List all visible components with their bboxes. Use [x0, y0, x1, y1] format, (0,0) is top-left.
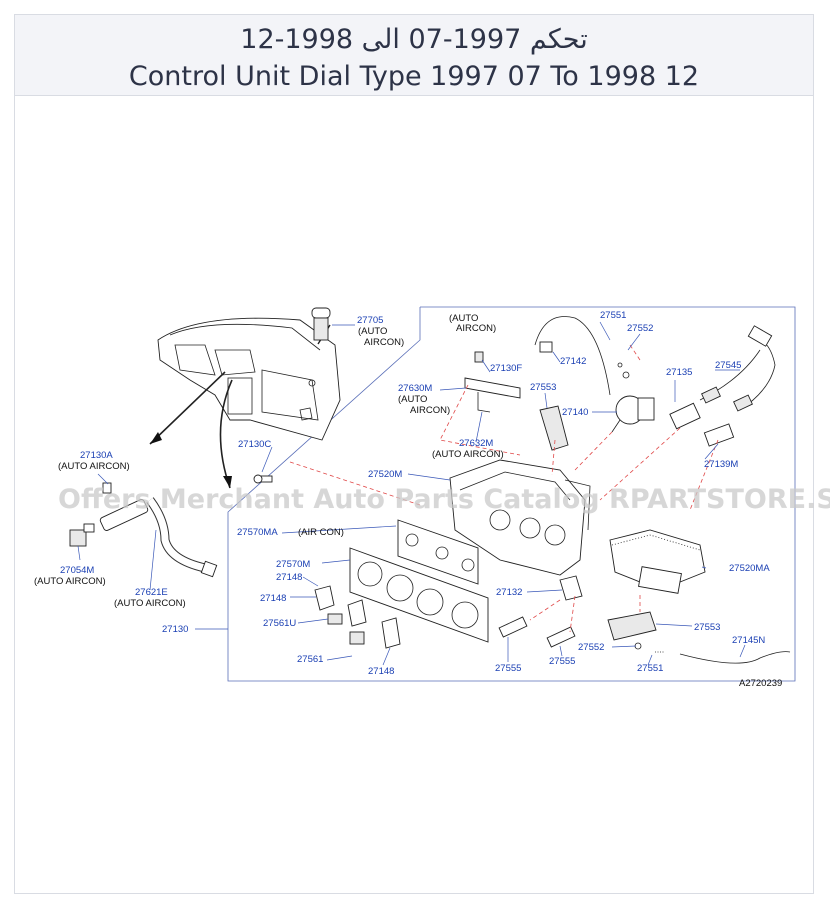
page-frame — [14, 14, 814, 894]
motor-27140 — [611, 395, 655, 433]
callout-arrow-down — [219, 379, 233, 489]
washer-27551-a — [617, 362, 623, 368]
note-27705-auto: (AUTO — [358, 326, 387, 337]
page-header: تحكم 1997-07 الى 1998-12 Control Unit Di… — [15, 15, 813, 96]
label-27545: 27545 — [715, 360, 741, 371]
bulb-27555-a — [498, 616, 528, 638]
label-27135: 27135 — [666, 367, 692, 378]
label-27561: 27561 — [297, 654, 323, 665]
label-27520m: 27520M — [368, 469, 402, 480]
dashboard-drawing — [157, 317, 341, 441]
note-27054m: (AUTO AIRCON) — [34, 576, 106, 587]
note-27621e: (AUTO AIRCON) — [114, 598, 186, 609]
harness-27545 — [699, 325, 776, 412]
label-27570ma: 27570MA — [237, 527, 278, 538]
label-27551-a: 27551 — [600, 310, 626, 321]
label-27632m: 27632M — [459, 438, 493, 449]
label-27142: 27142 — [560, 356, 586, 367]
label-27148-b: 27148 — [260, 593, 286, 604]
washer-27552-a — [622, 371, 630, 379]
label-27561u: 27561U — [263, 618, 296, 629]
knob-27148-b — [347, 599, 367, 627]
control-unit-27520ma — [609, 529, 706, 594]
arrowhead-left — [150, 432, 162, 444]
aspirator-27130a — [99, 482, 149, 531]
connector-27139m — [703, 423, 735, 447]
label-27520ma: 27520MA — [729, 563, 770, 574]
connector-27135 — [669, 402, 701, 430]
bulb-27555-b — [546, 626, 576, 648]
label-27552-a: 27552 — [627, 323, 653, 334]
label-27553-b: 27553 — [694, 622, 720, 633]
leader-lines — [77, 321, 746, 666]
actuator-27553-a — [539, 405, 569, 451]
label-27054m: 27054M — [60, 565, 94, 576]
screw-27130f — [474, 351, 484, 363]
knob-27148-c — [381, 617, 401, 649]
clip-27142 — [539, 341, 553, 353]
hose-end-27621e — [200, 560, 218, 578]
label-27132: 27132 — [496, 587, 522, 598]
note-air-con: (AIR CON) — [298, 527, 344, 538]
label-27705: 27705 — [357, 315, 383, 326]
label-27630m: 27630M — [398, 383, 432, 394]
label-27555-a: 27555 — [495, 663, 521, 674]
label-27130c: 27130C — [238, 439, 271, 450]
title-arabic: تحكم 1997-07 الى 1998-12 — [240, 24, 588, 55]
cable-27142 — [534, 316, 611, 396]
label-27570m: 27570M — [276, 559, 310, 570]
switch-27132 — [559, 575, 583, 601]
dashed-connections — [289, 344, 719, 633]
label-27130f: 27130F — [490, 363, 522, 374]
note-27630m-aircon: AIRCON) — [410, 405, 450, 416]
figure-code: A2720239 — [739, 678, 782, 689]
label-27130a: 27130A — [80, 450, 113, 461]
screw-27130c — [253, 474, 273, 484]
label-27552-b: 27552 — [578, 642, 604, 653]
control-unit-27520m — [449, 459, 591, 576]
label-27148-c: 27148 — [368, 666, 394, 677]
knob-27148-a — [314, 585, 335, 611]
title-english: Control Unit Dial Type 1997 07 To 1998 1… — [128, 61, 700, 92]
label-27551-b: 27551 — [637, 663, 663, 674]
cable-27145n — [679, 651, 791, 664]
group-outline — [227, 306, 796, 682]
sensor-27705 — [311, 307, 331, 341]
label-27555-b: 27555 — [549, 656, 575, 667]
note-27630m-auto: (AUTO — [398, 394, 427, 405]
knob-27561u — [327, 613, 343, 625]
face-plate-27570m — [349, 547, 489, 643]
note-27130a: (AUTO AIRCON) — [58, 461, 130, 472]
panel-27570ma — [397, 519, 479, 585]
label-27130: 27130 — [162, 624, 188, 635]
watermark: Offers Merchant Auto Parts Catalog RPART… — [58, 484, 830, 515]
note-27705-aircon: AIRCON) — [364, 337, 404, 348]
label-27139m: 27139M — [704, 459, 738, 470]
callout-arrow-left — [149, 371, 226, 445]
bracket-27630m — [464, 377, 521, 413]
note-top-auto: (AUTO — [449, 313, 478, 324]
knob-27561 — [349, 631, 365, 645]
label-27148-a: 27148 — [276, 572, 302, 583]
label-27621e: 27621E — [135, 587, 168, 598]
label-27140: 27140 — [562, 407, 588, 418]
note-top-aircon: AIRCON) — [456, 323, 496, 334]
arrowhead-down — [223, 476, 232, 488]
note-27632m: (AUTO AIRCON) — [432, 449, 504, 460]
label-27553-a: 27553 — [530, 382, 556, 393]
actuator-27553-b — [607, 611, 657, 641]
connector-27054m — [69, 523, 95, 547]
label-27145n: 27145N — [732, 635, 765, 646]
